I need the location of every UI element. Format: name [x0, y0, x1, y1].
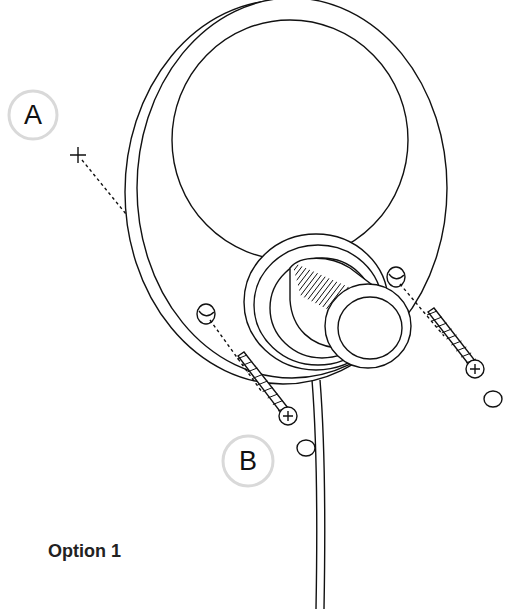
screw	[427, 308, 484, 378]
option-caption: Option 1	[48, 541, 121, 562]
cylinder-end	[325, 284, 411, 368]
callout-circle: B	[221, 434, 275, 488]
cover-cap	[484, 391, 502, 407]
screw	[237, 352, 297, 425]
recess	[172, 20, 408, 260]
disc-face	[137, 0, 447, 378]
callout-letter: A	[7, 89, 59, 141]
callout-circle: A	[7, 89, 59, 141]
callout-letter: B	[221, 434, 275, 488]
cover-cap	[297, 440, 315, 456]
